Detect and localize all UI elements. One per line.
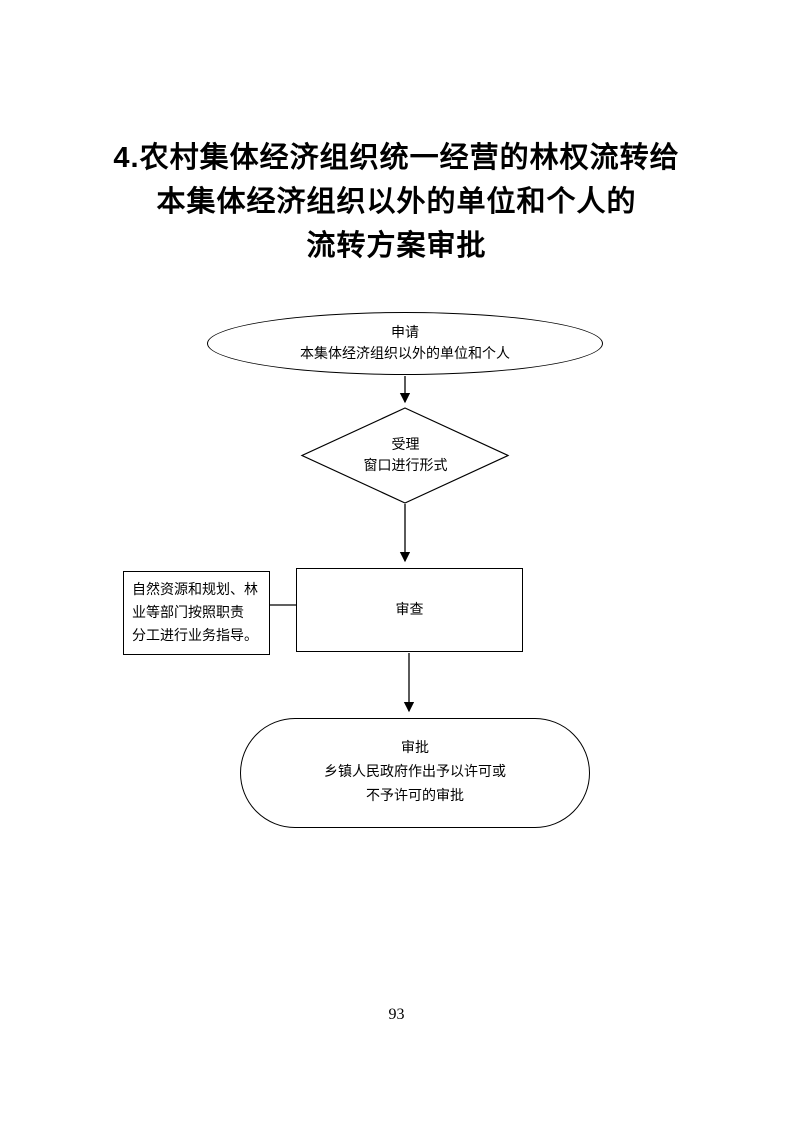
accept-subtitle: 窗口进行形式 (363, 458, 448, 474)
flowchart-node-review: 审查 (296, 568, 523, 652)
apply-title: 申请 (391, 325, 419, 341)
page-number: 93 (388, 1006, 405, 1023)
flowchart-node-apply: 申请 本集体经济组织以外的单位和个人 (207, 312, 603, 375)
accept-title: 受理 (391, 437, 420, 453)
guidance-line-1: 自然资源和规划、林 (132, 582, 258, 598)
approval-line-2: 不予许可的审批 (366, 789, 464, 804)
apply-subtitle: 本集体经济组织以外的单位和个人 (300, 346, 510, 362)
page-title-line-1: 4.农村集体经济组织统一经营的林权流转给 (113, 142, 680, 174)
page-title-line-2: 本集体经济组织以外的单位和个人的 (156, 186, 637, 218)
guidance-line-3: 分工进行业务指导。 (132, 628, 258, 644)
flowchart-node-accept: 受理 窗口进行形式 (303, 408, 508, 503)
approval-line-1: 乡镇人民政府作出予以许可或 (324, 765, 506, 780)
guidance-line-2: 业等部门按照职责 (132, 605, 244, 621)
approval-title: 审批 (401, 741, 429, 756)
flowchart-node-guidance-note: 自然资源和规划、林 业等部门按照职责 分工进行业务指导。 (123, 571, 270, 655)
page-title-line-3: 流转方案审批 (306, 230, 487, 262)
page-title: 4.农村集体经济组织统一经营的林权流转给 本集体经济组织以外的单位和个人的 流转… (0, 136, 793, 268)
flowchart-node-approval: 审批 乡镇人民政府作出予以许可或 不予许可的审批 (240, 718, 590, 828)
review-title: 审查 (395, 602, 424, 618)
